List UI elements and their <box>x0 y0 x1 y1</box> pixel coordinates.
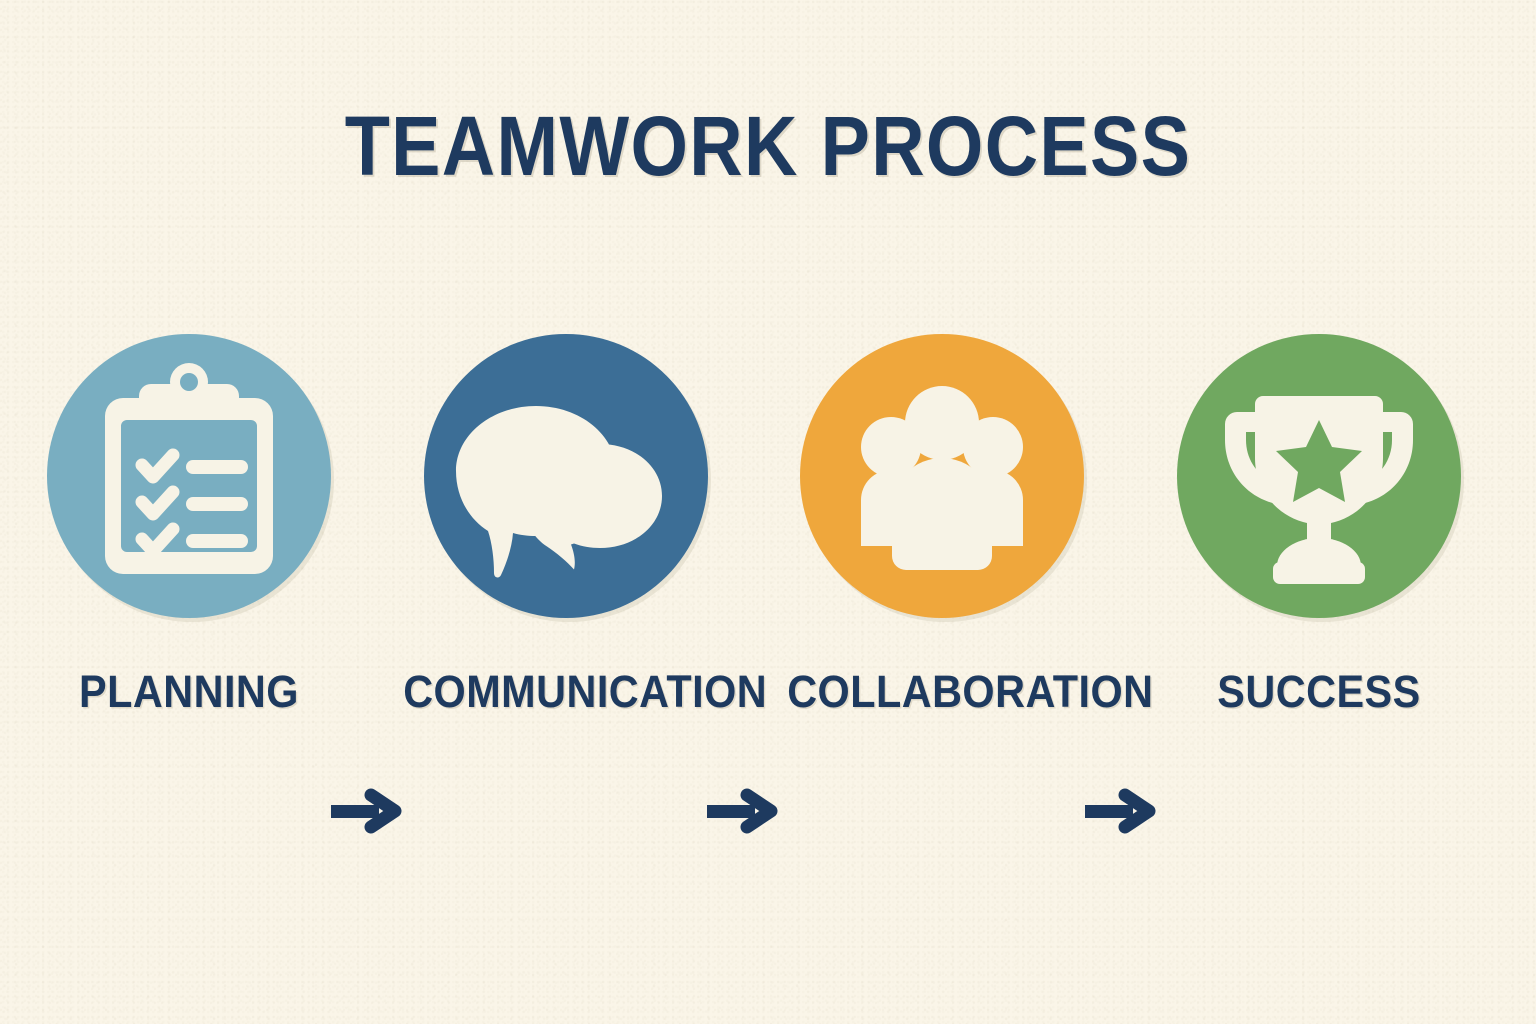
step-communication[interactable] <box>424 334 708 618</box>
arrow-right-icon-1 <box>331 788 402 834</box>
arrow-right-icon-3 <box>1085 788 1156 834</box>
step-success[interactable] <box>1177 334 1461 618</box>
people-group-icon <box>861 386 1023 570</box>
page-title: TEAMWORK PROCESS <box>344 99 1192 193</box>
step-labels: PLANNING COMMUNICATION COLLABORATION SUC… <box>0 666 1536 726</box>
speech-bubbles-icon <box>456 406 662 578</box>
process-flow <box>0 334 1536 834</box>
step-label-communication: COMMUNICATION <box>403 666 768 717</box>
step-collaboration[interactable] <box>800 334 1084 618</box>
step-label-collaboration: COLLABORATION <box>787 666 1154 717</box>
step-label-planning: PLANNING <box>79 666 299 717</box>
arrow-right-icon-2 <box>707 788 778 834</box>
clipboard-checklist-icon <box>105 363 273 574</box>
trophy-star-icon <box>1225 396 1413 584</box>
step-planning[interactable] <box>47 334 331 618</box>
step-label-success: SUCCESS <box>1217 666 1421 717</box>
